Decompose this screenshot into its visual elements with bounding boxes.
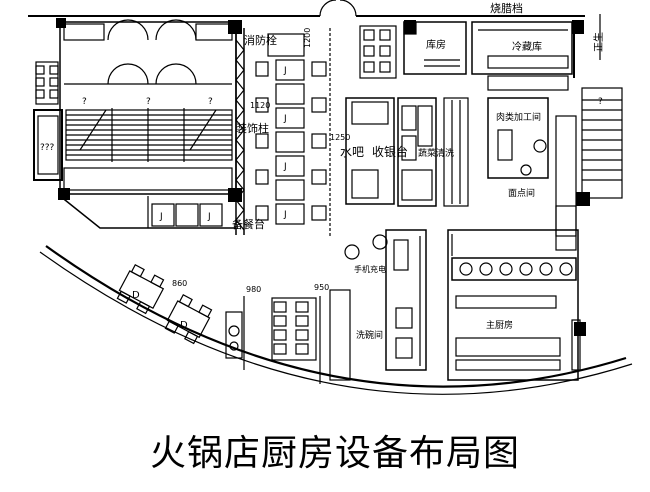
- label-dish-room: 洗碗间: [356, 329, 383, 341]
- curved-facade: [45, 245, 627, 388]
- table-mark-j: J: [207, 212, 211, 222]
- label-pastry: 面点间: [508, 187, 535, 199]
- table-mark-j: J: [283, 66, 287, 76]
- label-decor-column: 装饰柱: [236, 121, 269, 135]
- table-mark-j: J: [283, 162, 287, 172]
- label-bbq-stall: 烧腊档: [490, 1, 523, 15]
- table-mark-d: D: [132, 290, 140, 301]
- structural-columns: [56, 18, 590, 336]
- lower-center-tables: [271, 297, 317, 361]
- table-mark-j: J: [159, 212, 163, 222]
- main-kitchen: [447, 229, 579, 381]
- q-mark-3: ?: [208, 97, 213, 107]
- dim-950: 950: [314, 283, 329, 292]
- label-meat-room: 肉类加工间: [496, 111, 541, 123]
- label-fire-hydrant: 消防栓: [244, 33, 277, 47]
- label-cashier: 收银台: [372, 144, 408, 159]
- center-tables: [255, 33, 327, 225]
- label-service-station: 备餐台: [232, 217, 265, 231]
- label-cold-storage: 冷藏库: [512, 40, 542, 53]
- dim-1200: 1200: [303, 28, 312, 48]
- table-mark-j: J: [283, 114, 287, 124]
- dim-1250: 1250: [330, 133, 350, 142]
- table-mark-d: D: [180, 320, 188, 331]
- q-mark-1: ?: [82, 97, 87, 107]
- label-phone-charging: 手机充电: [354, 264, 386, 274]
- label-main-kitchen: 主厨房: [486, 319, 513, 331]
- storeroom: [403, 21, 467, 75]
- dim-860: 860: [172, 279, 187, 288]
- label-veg-wash: 蔬菜清洗: [418, 147, 454, 159]
- label-storeroom: 库房: [426, 38, 446, 51]
- cold-storage: [471, 21, 573, 75]
- cashier-counter: [345, 97, 395, 205]
- left-table-set: [35, 61, 59, 105]
- q-mark-left: ???: [40, 143, 55, 153]
- table-mark-j: J: [283, 210, 287, 220]
- booth-tables: [116, 264, 165, 315]
- label-water-bar: 水吧: [340, 145, 364, 159]
- dim-980: 980: [246, 285, 261, 294]
- label-zheng: 正生: [592, 32, 605, 52]
- diagram-title: 火锅店厨房设备布局图: [150, 433, 521, 474]
- left-stairs: [65, 108, 233, 162]
- dish-room: [385, 229, 427, 371]
- meat-processing-room: [487, 97, 549, 179]
- dim-1120: 1120: [250, 101, 270, 110]
- q-mark-right: ?: [598, 97, 603, 107]
- q-mark-2: ?: [146, 97, 151, 107]
